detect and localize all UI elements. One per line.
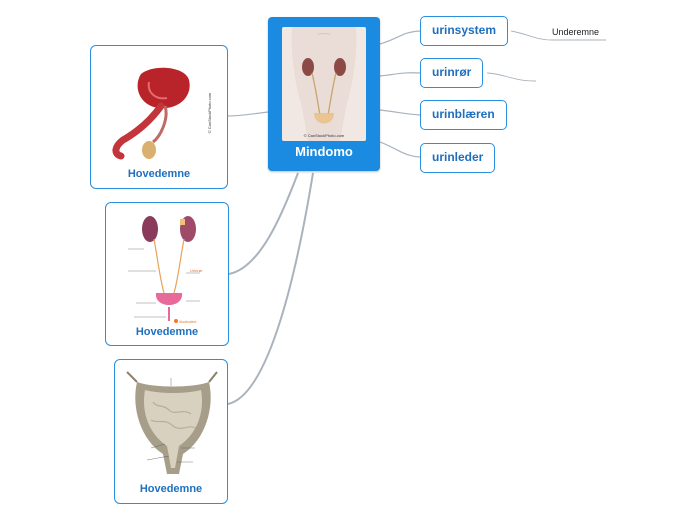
subtopic-urinror[interactable]: urinrør [420,58,484,88]
connector-urinblaeren [379,109,421,116]
connector-card-1 [227,111,269,117]
card-2-caption: Hovedemne [135,326,199,338]
main-topic-card-1[interactable]: © CanStockPhoto.com Hovedemne [90,45,228,189]
main-topic-card-3[interactable]: Hovedemne [114,359,228,504]
central-urinary-system-image: © CanStockPhoto.com [282,27,366,141]
connector-card-3 [227,172,314,405]
card-2-image-label-urinror: Urinrør [190,268,203,273]
connector-urinror [379,72,421,77]
leaf-underemne[interactable]: Underemne [552,27,600,37]
subtopic-urinleder[interactable]: urinleder [420,143,496,173]
central-image-watermark: © CanStockPhoto.com [304,133,345,138]
connector-urinror-empty-leaf [486,72,537,82]
connector-underemne [510,30,606,41]
card-2-image-brand: Illustrated [179,319,196,324]
card-1-caption: Hovedemne [127,168,191,180]
subtopic-urinblaeren[interactable]: urinblæren [420,100,507,130]
subtopic-urinsystem[interactable]: urinsystem [420,16,509,46]
central-topic-title: Mindomo [295,144,353,159]
card-3-caption: Hovedemne [139,483,203,495]
central-topic[interactable]: © CanStockPhoto.com Mindomo [268,17,380,171]
connector-card-2 [228,172,299,275]
card-1-image-credit: © CanStockPhoto.com [207,92,212,133]
urinary-tract-diagram-image: Urinrør Illustrated [116,211,220,327]
male-reproductive-image: © CanStockPhoto.com [103,56,217,170]
connector-urinleder [379,141,421,158]
connector-urinsystem [379,30,421,45]
bladder-cross-section-image [123,368,221,480]
main-topic-card-2[interactable]: Urinrør Illustrated Hovedemne [105,202,229,346]
